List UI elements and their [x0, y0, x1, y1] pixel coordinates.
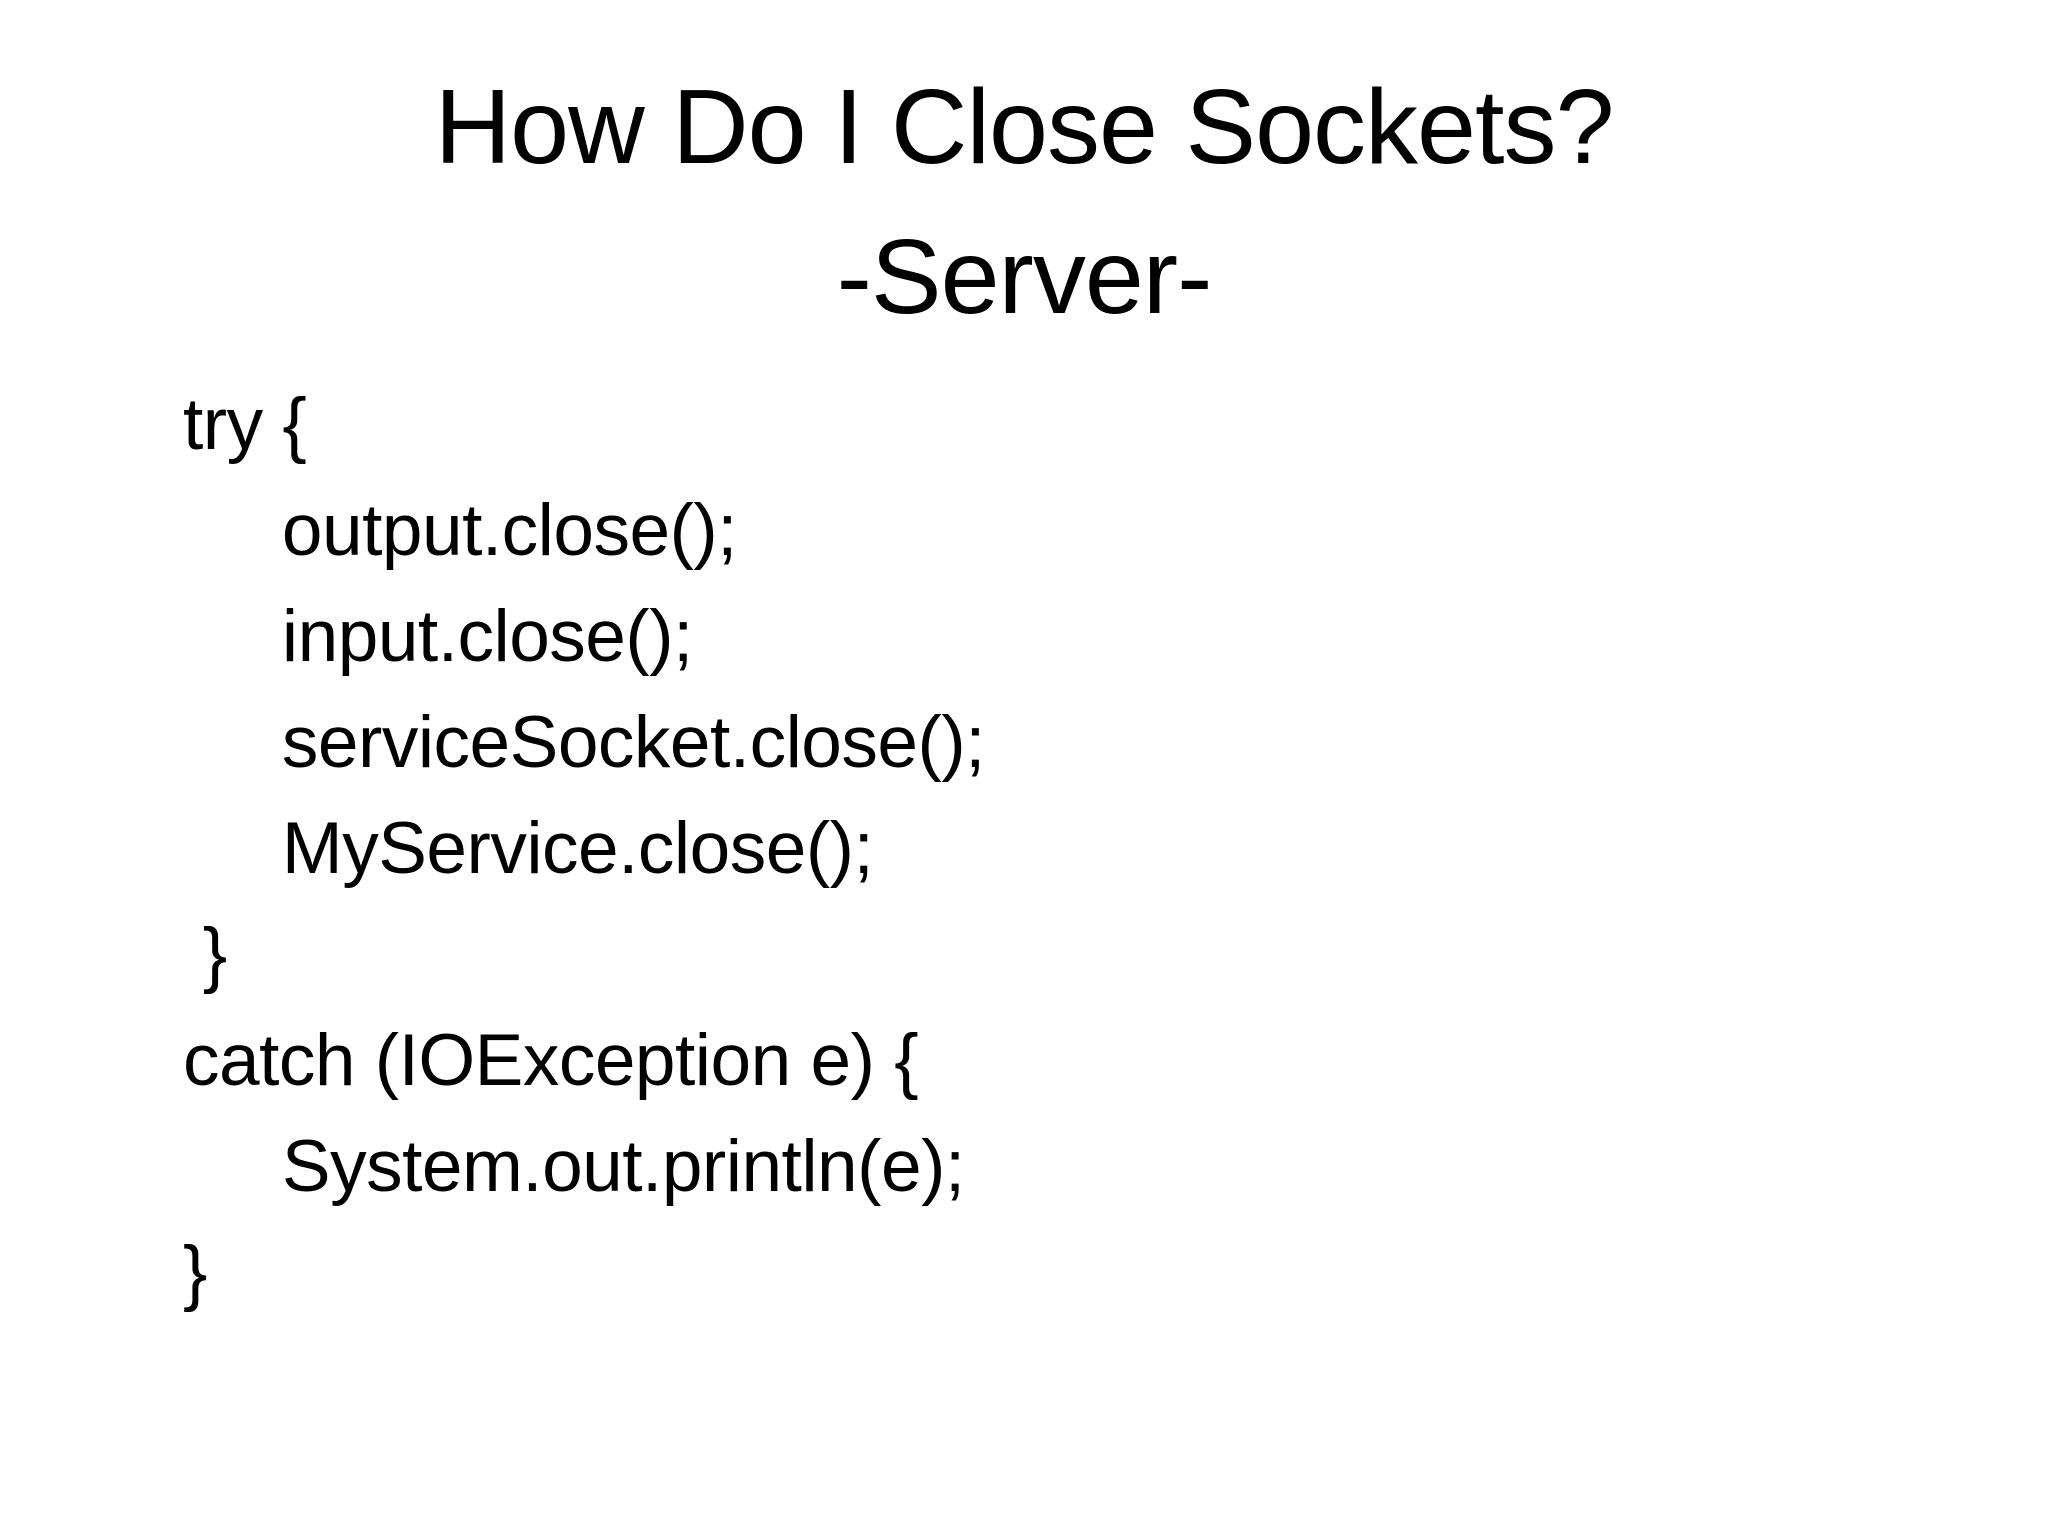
slide-title: How Do I Close Sockets? -Server-	[0, 52, 2048, 352]
code-line: catch (IOException e) {	[183, 1020, 919, 1101]
code-line: }	[183, 914, 227, 995]
slide-title-line-1: How Do I Close Sockets?	[434, 68, 1615, 186]
slide-title-line-2: -Server-	[836, 218, 1213, 336]
code-line: serviceSocket.close();	[183, 702, 985, 783]
code-line: input.close();	[183, 596, 693, 677]
code-line: }	[183, 1232, 207, 1313]
code-line: output.close();	[183, 490, 738, 571]
code-line: System.out.println(e);	[183, 1126, 965, 1207]
code-line: try {	[183, 384, 307, 465]
code-block: try { output.close(); input.close(); ser…	[183, 372, 985, 1326]
code-line: MyService.close();	[183, 808, 874, 889]
